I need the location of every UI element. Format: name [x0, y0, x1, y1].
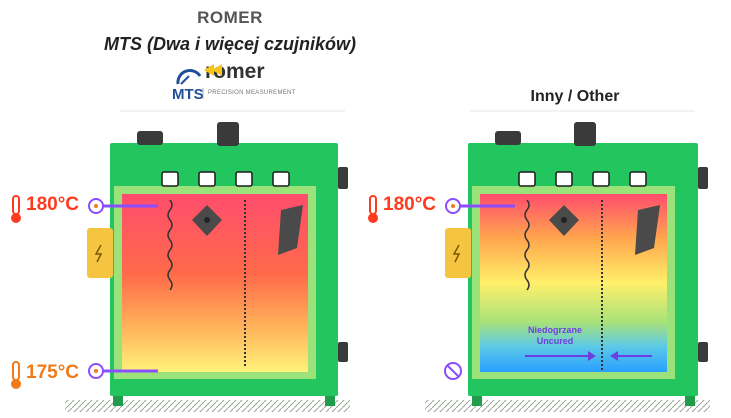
floor [65, 400, 350, 412]
mts-logo-text: MTS [172, 86, 204, 103]
subtitle-mts: MTS (Dwa i więcej czujników) [103, 34, 357, 54]
romer-logo-mark [176, 64, 222, 99]
motor-icon [574, 122, 596, 146]
uncured-label-en: Uncured [536, 336, 574, 346]
right-top-temp: 180°C [383, 194, 437, 215]
no-sensor-icon [444, 362, 462, 380]
control-box [87, 228, 113, 278]
logo-tagline: PRECISION MEASUREMENT [208, 90, 296, 96]
panel-part [635, 205, 660, 255]
thermometer-icon [11, 361, 21, 389]
brand-title: ROMER [197, 8, 263, 27]
thermometer-icon [368, 195, 378, 223]
left-top-temp: 180°C [26, 194, 80, 215]
left-bottom-temp: 175°C [26, 362, 80, 383]
panel-part [278, 205, 303, 255]
left-oven [11, 122, 350, 412]
uncured-label: Niedogrzane Uncured [510, 325, 600, 347]
vent [495, 131, 521, 145]
motor-icon [217, 122, 239, 146]
right-oven [368, 122, 710, 412]
power-icon [452, 244, 461, 263]
floor [425, 400, 710, 412]
control-box [445, 228, 471, 278]
uncured-label-pl: Niedogrzane [527, 325, 582, 335]
vent [137, 131, 163, 145]
power-icon [94, 244, 103, 263]
spring-part [167, 199, 173, 291]
spring-part [524, 199, 530, 291]
other-title: Inny / Other [530, 88, 620, 105]
thermometer-icon [11, 195, 21, 223]
